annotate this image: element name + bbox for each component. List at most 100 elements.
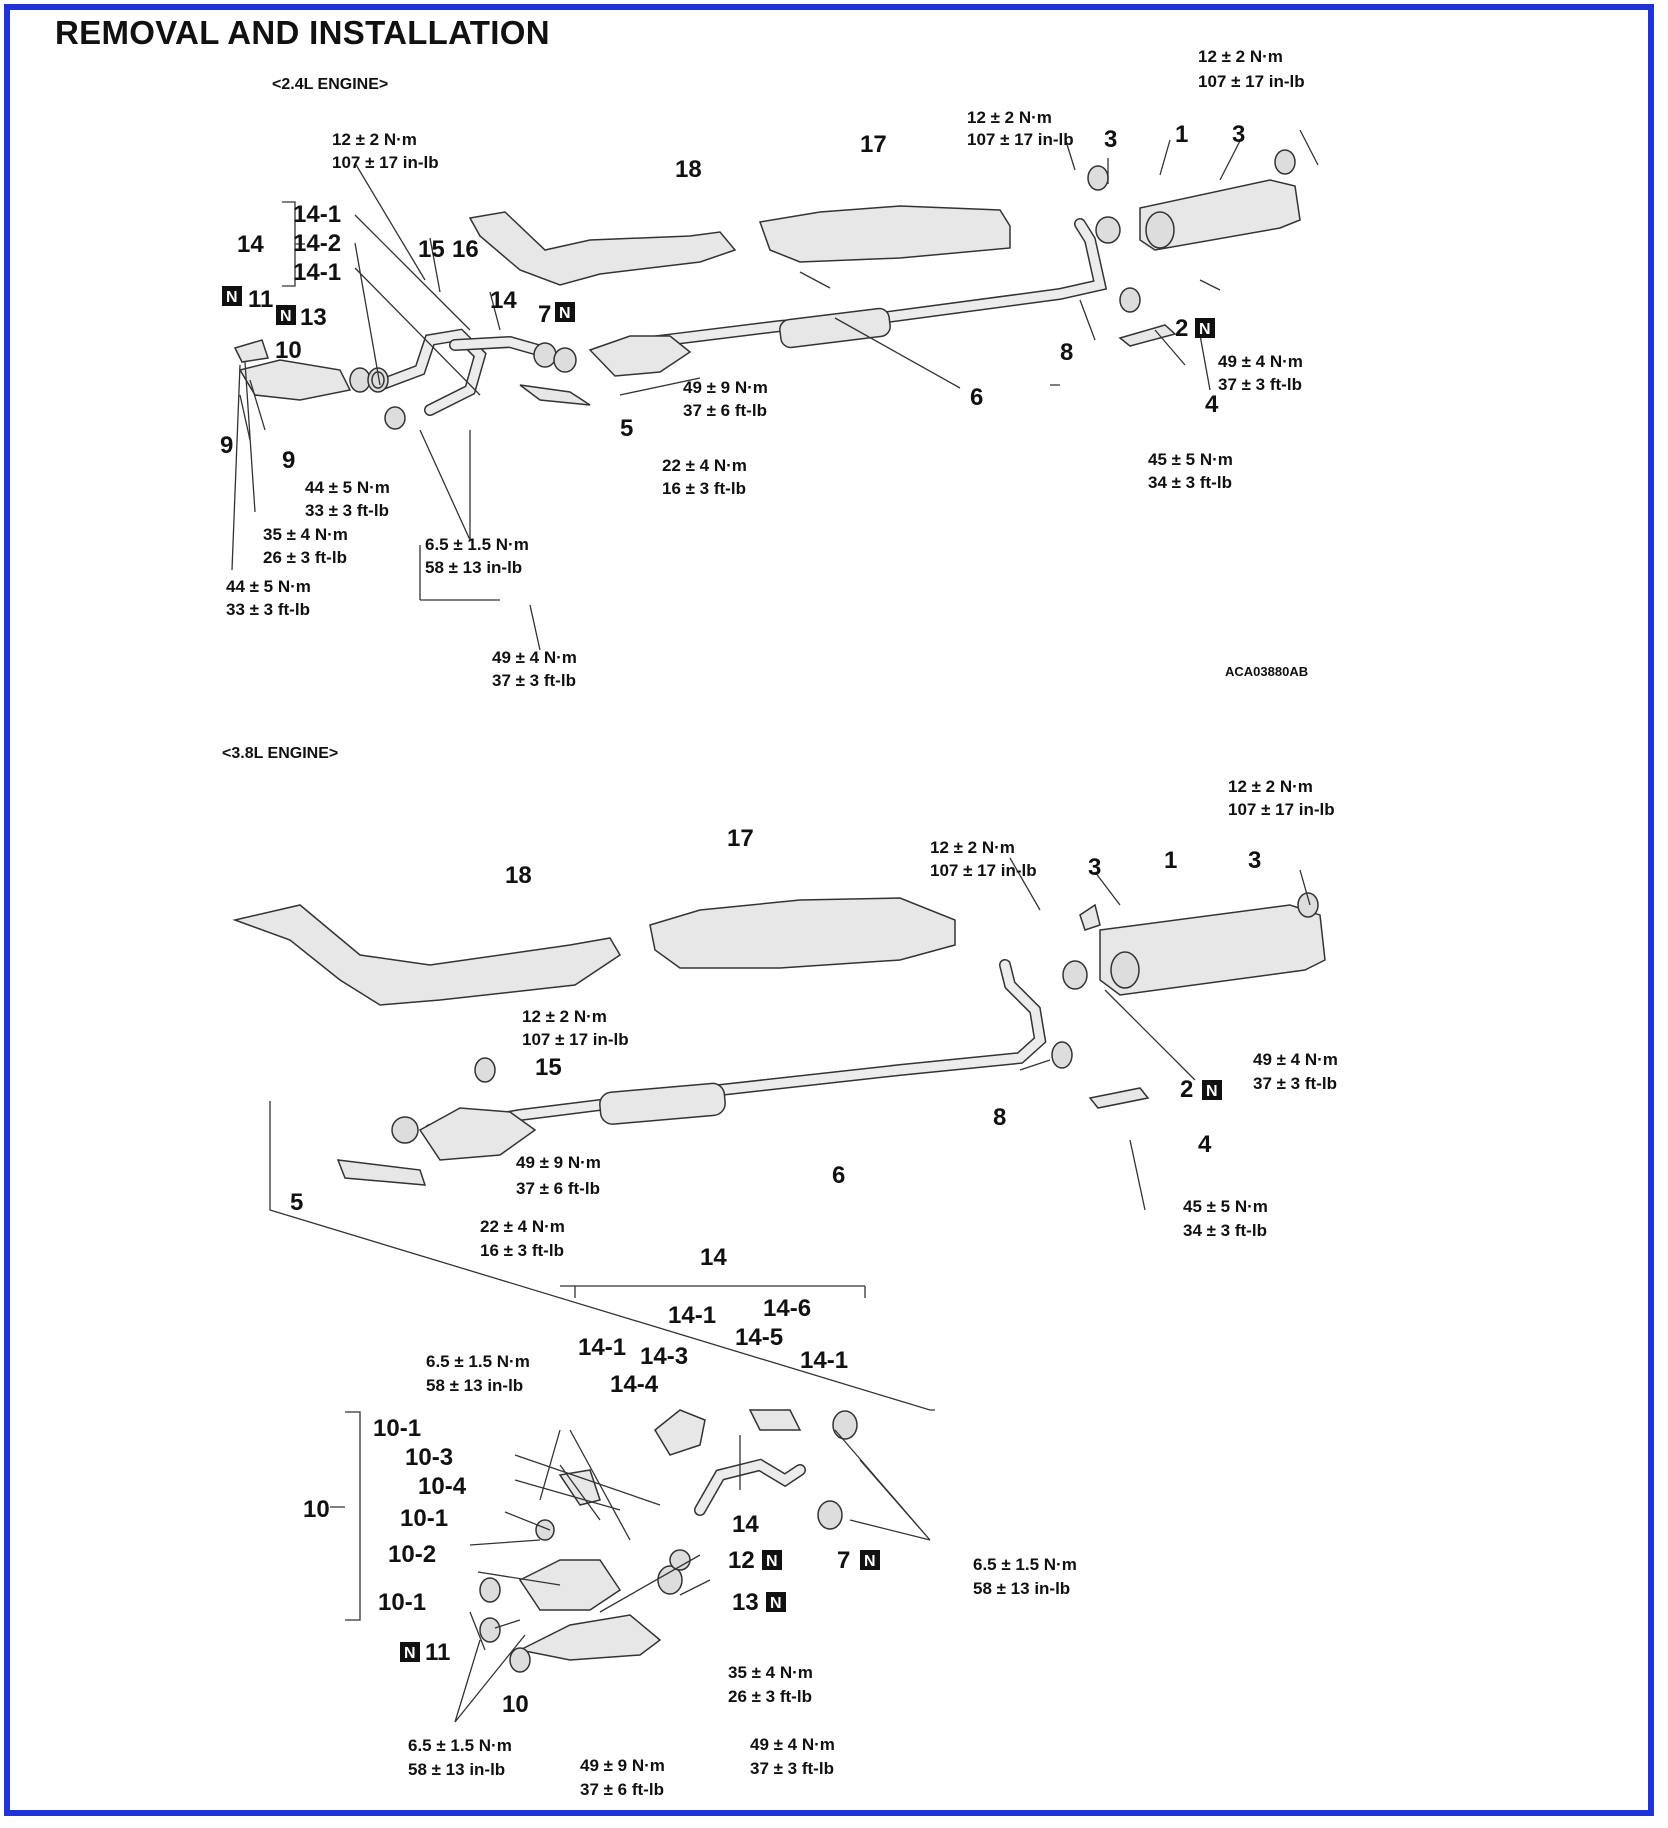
part-18-3-8l: 18 [505, 862, 532, 889]
bracket-5-2-4l [519, 384, 591, 406]
part-9-2-4l-a: 9 [220, 432, 233, 459]
svg-text:N: N [1206, 1083, 1218, 1100]
svg-text:49 ± 4 N·m: 49 ± 4 N·m [1218, 352, 1303, 371]
svg-text:12 ± 2 N·m: 12 ± 2 N·m [967, 108, 1052, 127]
part-8-3-8l: 8 [993, 1104, 1006, 1131]
part-14-2-4l-a: 14 [490, 287, 517, 314]
n-mark-2-2-4l: N [1195, 318, 1215, 338]
part-14-1-3-8l-c: 14-1 [800, 1347, 848, 1374]
svg-text:107 ± 17 in-lb: 107 ± 17 in-lb [522, 1030, 629, 1049]
svg-text:N: N [1199, 321, 1211, 338]
torque-spec-3-8l-e: 49 ± 9 N·m37 ± 6 ft-lb [516, 1153, 601, 1198]
part-10-1-3-8l-b: 10-1 [400, 1505, 448, 1532]
part-7-3-8l: 7 [837, 1547, 850, 1574]
n-mark-7-3-8l: N [860, 1550, 880, 1570]
svg-text:26 ± 3 ft-lb: 26 ± 3 ft-lb [728, 1687, 812, 1706]
svg-text:49 ± 4 N·m: 49 ± 4 N·m [750, 1735, 835, 1754]
svg-text:6.5 ± 1.5 N·m: 6.5 ± 1.5 N·m [973, 1555, 1077, 1574]
part-14-4-3-8l: 14-4 [610, 1371, 659, 1398]
svg-text:58 ± 13 in-lb: 58 ± 13 in-lb [408, 1760, 505, 1779]
heat-protector-17-2-4l [758, 205, 1011, 263]
part-14-3-8l: 14 [732, 1511, 759, 1538]
part-13-2-4l: 13 [300, 304, 327, 331]
part-6-3-8l: 6 [832, 1162, 845, 1189]
heat-protector-17-3-8l [649, 897, 956, 969]
n-mark-12-3-8l: N [762, 1550, 782, 1570]
resonator-3-8l [599, 1082, 726, 1125]
part-15-2-4l: 15 [418, 236, 445, 263]
part-14-6-3-8l: 14-6 [763, 1295, 811, 1322]
muffler-inlet-3-8l [1110, 951, 1140, 989]
page-title: REMOVAL AND INSTALLATION [55, 14, 550, 51]
part-10-3-3-8l: 10-3 [405, 1444, 453, 1471]
n-mark-13-2-4l: N [276, 305, 296, 325]
part-11-2-4l: 11 [248, 286, 273, 313]
torque-spec-3-8l-g: 45 ± 5 N·m34 ± 3 ft-lb [1183, 1197, 1268, 1240]
part-13-3-8l: 13 [732, 1589, 759, 1616]
part-14-3-3-8l: 14-3 [640, 1343, 688, 1370]
n-mark-7-2-4l: N [555, 302, 575, 322]
part-16-2-4l: 16 [452, 236, 479, 263]
part-11-3-8l: 11 [425, 1639, 450, 1666]
part-1-3-8l: 1 [1164, 847, 1177, 874]
svg-text:12 ± 2 N·m: 12 ± 2 N·m [1228, 777, 1313, 796]
svg-text:37 ± 6 ft-lb: 37 ± 6 ft-lb [580, 1780, 664, 1799]
svg-text:34 ± 3 ft-lb: 34 ± 3 ft-lb [1183, 1221, 1267, 1240]
svg-text:N: N [559, 305, 571, 322]
part-10-3-8l-b: 10 [502, 1691, 529, 1718]
svg-text:49 ± 9 N·m: 49 ± 9 N·m [580, 1756, 665, 1775]
svg-text:44 ± 5 N·m: 44 ± 5 N·m [226, 577, 311, 596]
part-18-2-4l: 18 [675, 156, 702, 183]
part-14-1-3-8l-a: 14-1 [668, 1302, 716, 1329]
part-12-3-8l: 12 [728, 1547, 755, 1574]
bracket-5-3-8l [336, 1159, 427, 1186]
svg-text:N: N [226, 289, 238, 306]
part-14-3-8l-group: 14 [700, 1244, 727, 1271]
section-2-4l: <2.4L ENGINE> ACA03880AB [220, 47, 1319, 690]
svg-text:35 ± 4 N·m: 35 ± 4 N·m [263, 525, 348, 544]
svg-text:6.5 ± 1.5 N·m: 6.5 ± 1.5 N·m [425, 535, 529, 554]
heat-protector-18-2-4l [468, 211, 737, 286]
torque-spec-3-8l-l: 49 ± 9 N·m 37 ± 6 ft-lb [580, 1756, 665, 1799]
part-2-2-4l: 2 [1175, 315, 1188, 342]
svg-text:107 ± 17 in-lb: 107 ± 17 in-lb [967, 130, 1074, 149]
part-8-2-4l: 8 [1060, 339, 1073, 366]
part-7-2-4l: 7 [538, 301, 551, 328]
part-14-2-4l-group: 14 [237, 231, 264, 258]
header-2-4l-engine: <2.4L ENGINE> [272, 76, 388, 93]
svg-text:107 ± 17 in-lb: 107 ± 17 in-lb [332, 153, 439, 172]
part-17-2-4l: 17 [860, 131, 887, 158]
svg-text:22 ± 4 N·m: 22 ± 4 N·m [480, 1217, 565, 1236]
svg-text:22 ± 4 N·m: 22 ± 4 N·m [662, 456, 747, 475]
part-10-2-4l: 10 [275, 337, 302, 364]
svg-text:N: N [404, 1645, 416, 1662]
part-4-3-8l: 4 [1198, 1131, 1212, 1158]
svg-text:16 ± 3 ft-lb: 16 ± 3 ft-lb [480, 1241, 564, 1260]
svg-text:N: N [766, 1553, 778, 1570]
svg-text:107 ± 17 in-lb: 107 ± 17 in-lb [930, 861, 1037, 880]
exhaust-manifold-10-2-4l [238, 359, 352, 401]
bracket-4-3-8l [1088, 1087, 1150, 1109]
part-3-3-8l-b: 3 [1248, 847, 1261, 874]
part-10-1-3-8l-c: 10-1 [378, 1589, 426, 1616]
svg-text:37 ± 6 ft-lb: 37 ± 6 ft-lb [516, 1179, 600, 1198]
header-3-8l-engine: <3.8L ENGINE> [222, 745, 338, 762]
torque-spec-2-4l-l: 49 ± 4 N·m37 ± 3 ft-lb [492, 648, 577, 690]
part-15-3-8l: 15 [535, 1054, 562, 1081]
svg-text:107 ± 17 in-lb: 107 ± 17 in-lb [1198, 72, 1305, 91]
catalytic-converter-3-8l [418, 1107, 537, 1161]
bracket-4-2-4l [1118, 324, 1177, 347]
heat-protector-18-3-8l [232, 904, 622, 1006]
svg-text:33 ± 3 ft-lb: 33 ± 3 ft-lb [226, 600, 310, 619]
section-3-8l: <3.8L ENGINE> [222, 745, 1338, 1799]
svg-text:33 ± 3 ft-lb: 33 ± 3 ft-lb [305, 501, 389, 520]
torque-spec-3-8l-m: 49 ± 4 N·m37 ± 3 ft-lb [750, 1735, 835, 1778]
torque-spec-2-4l-f: 49 ± 4 N·m37 ± 3 ft-lb [1218, 352, 1303, 394]
torque-spec-3-8l-j: 35 ± 4 N·m26 ± 3 ft-lb [728, 1663, 813, 1706]
part-2-3-8l: 2 [1180, 1076, 1193, 1103]
torque-spec-3-8l-i: 6.5 ± 1.5 N·m58 ± 13 in-lb [973, 1555, 1077, 1598]
torque-spec-2-4l-b: 12 ± 2 N·m 107 ± 17 in-lb [967, 108, 1074, 149]
figure-code: ACA03880AB [1225, 664, 1308, 679]
